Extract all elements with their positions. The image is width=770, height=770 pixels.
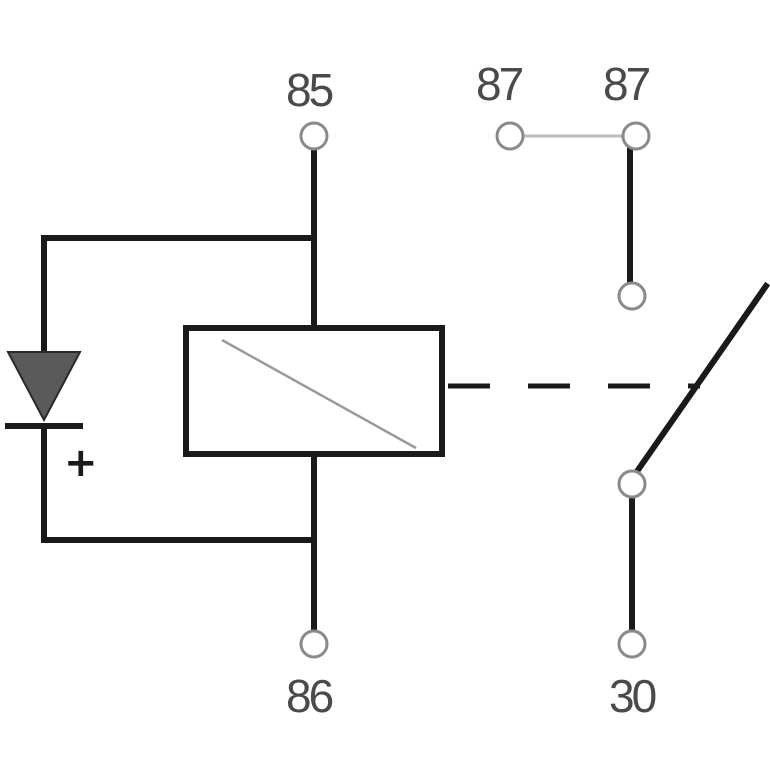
pin-label-30: 30 bbox=[609, 670, 656, 722]
pin-label-86: 86 bbox=[286, 670, 333, 722]
terminal-87-right bbox=[621, 121, 651, 151]
coil-diagonal bbox=[221, 338, 417, 450]
terminal-switch-pivot bbox=[617, 469, 647, 499]
terminal-87-left bbox=[495, 121, 525, 151]
diode-plus-mark: + bbox=[64, 440, 98, 486]
diode-triangle bbox=[6, 351, 82, 423]
pin-label-87-left: 87 bbox=[476, 58, 523, 110]
terminal-87-contact bbox=[617, 281, 647, 311]
terminal-30 bbox=[617, 629, 647, 659]
wire-diode-top bbox=[41, 235, 317, 355]
pin-label-87-right: 87 bbox=[603, 58, 650, 110]
switch-arm bbox=[633, 281, 770, 475]
terminal-85 bbox=[299, 121, 329, 151]
pin-label-85: 85 bbox=[286, 64, 333, 116]
wire-diode-bottom bbox=[41, 423, 317, 543]
terminal-86 bbox=[299, 629, 329, 659]
